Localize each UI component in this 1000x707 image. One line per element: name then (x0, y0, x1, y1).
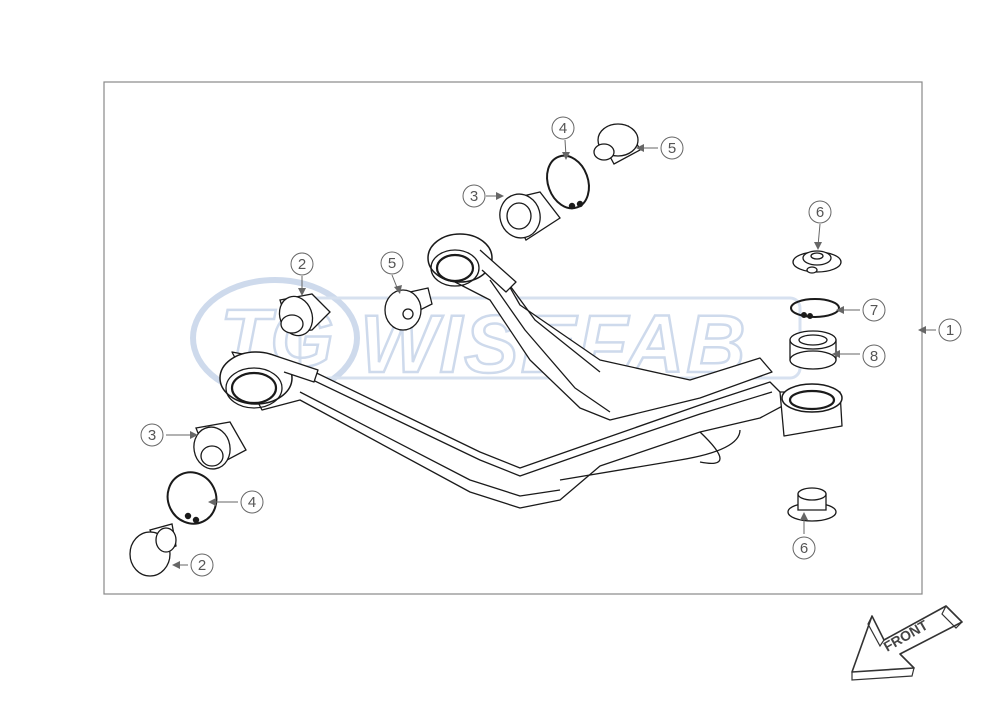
control-arm (219, 233, 843, 509)
callout-2-lower-circle (190, 553, 214, 577)
assembly-frame (103, 81, 923, 595)
top-hat-upper (792, 250, 842, 274)
front-arrow-indicator: FRONT (851, 605, 963, 681)
callout-2-lower: 2 (198, 557, 206, 574)
callout-1-circle (938, 318, 962, 342)
top-hat-lower (787, 487, 837, 522)
callout-5-middle: 5 (388, 255, 396, 272)
front-arrow-icon (851, 605, 963, 673)
callout-4-lower-circle (240, 490, 264, 514)
callout-5-middle-circle (380, 251, 404, 275)
cap-middle (384, 287, 433, 331)
bush-lower (193, 421, 247, 470)
callout-4-lower: 4 (248, 494, 256, 511)
callout-6-lower: 6 (800, 540, 808, 557)
callout-3-upper-circle (462, 184, 486, 208)
callout-4-upper: 4 (559, 120, 567, 137)
callout-6-upper: 6 (816, 204, 824, 221)
callout-3-lower: 3 (148, 427, 156, 444)
callout-7: 7 (870, 302, 878, 319)
circlip-lower (166, 471, 218, 525)
callout-8: 8 (870, 348, 878, 365)
callout-8-circle (862, 344, 886, 368)
snap-ring (790, 298, 840, 319)
spherical-bearing (789, 330, 837, 370)
callout-5-upper: 5 (668, 140, 676, 157)
callout-2-upper: 2 (298, 256, 306, 273)
cap-upper (593, 123, 641, 165)
bush-upper (499, 191, 561, 241)
callout-3-lower-circle (140, 423, 164, 447)
callout-7-circle (862, 298, 886, 322)
callout-1: 1 (946, 322, 954, 339)
callout-5-upper-circle (660, 136, 684, 160)
callout-3-upper: 3 (470, 188, 478, 205)
dust-cap-lower (129, 523, 177, 577)
callout-6-lower-circle (792, 536, 816, 560)
dust-cap-upper (278, 293, 331, 337)
callout-6-upper-circle (808, 200, 832, 224)
callout-2-upper-circle (290, 252, 314, 276)
callout-4-upper-circle (551, 116, 575, 140)
circlip-upper (546, 154, 590, 210)
